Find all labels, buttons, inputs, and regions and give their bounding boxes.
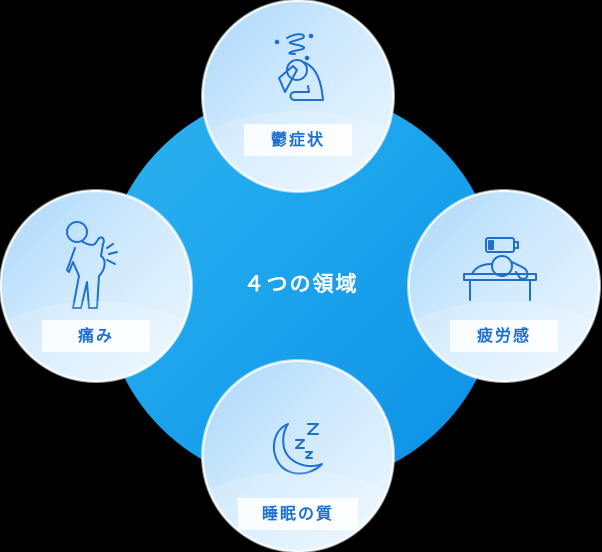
center-label: ４つの領域 (243, 272, 359, 296)
node-depression: 鬱症状 (202, 0, 394, 192)
back-pain-icon (61, 218, 131, 314)
node-label: 痛み (42, 320, 150, 352)
node-label: 鬱症状 (244, 124, 352, 156)
moon-sleep-icon (266, 418, 330, 482)
node-fatigue: 疲労感 (408, 190, 600, 382)
node-pain: 痛み (0, 190, 192, 382)
fatigue-low-battery-icon (462, 236, 546, 302)
node-label: 疲労感 (450, 320, 558, 352)
node-sleep-quality: 睡眠の質 (202, 360, 394, 552)
depressed-person-icon (263, 28, 333, 108)
node-label: 睡眠の質 (238, 498, 358, 530)
